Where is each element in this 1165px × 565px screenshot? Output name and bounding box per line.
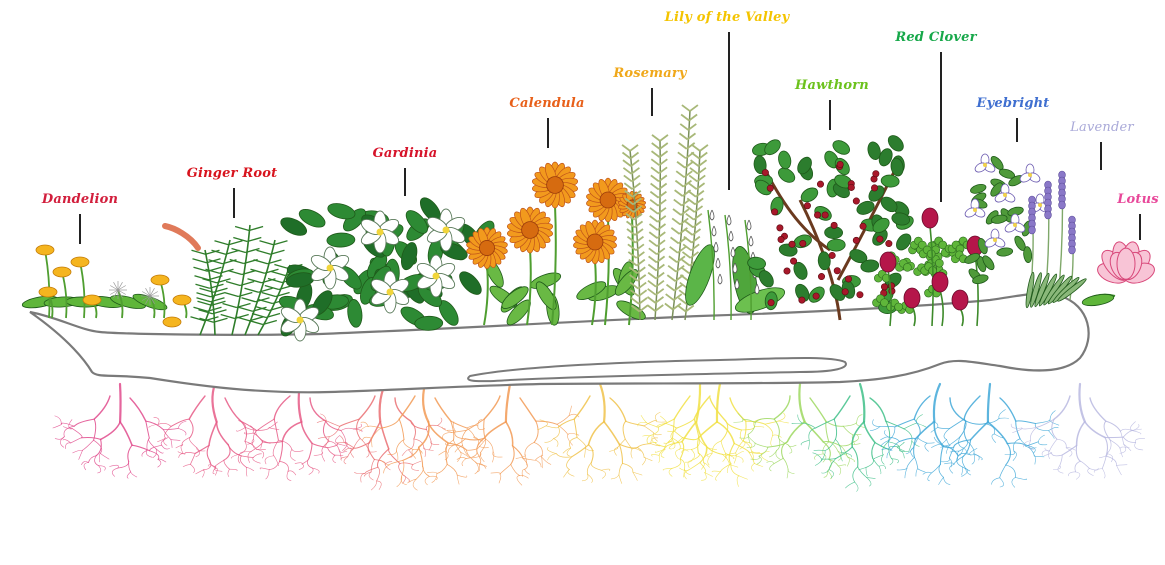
plant-label-lily-of-the-valley: Lily of the Valley — [665, 10, 790, 25]
plant-label-calendula: Calendula — [509, 96, 584, 111]
plant-ginger-root — [165, 225, 302, 335]
root-lily-of-the-valley — [638, 384, 764, 480]
leader-line-gardinia — [404, 168, 406, 196]
root-dandelion — [53, 384, 186, 478]
leader-line-hawthorn — [829, 100, 831, 130]
roots-network — [53, 384, 1145, 491]
leader-line-ginger-root — [233, 188, 235, 218]
plant-label-dandelion: Dandelion — [42, 192, 118, 207]
root-ginger-root — [149, 384, 279, 477]
leader-line-rosemary — [651, 88, 653, 116]
plant-dandelion — [21, 245, 191, 327]
plant-label-gardinia: Gardinia — [373, 146, 438, 161]
plant-label-lavender: Lavender — [1070, 120, 1134, 135]
plant-label-hawthorn: Hawthorn — [795, 78, 869, 93]
leader-line-lotus — [1139, 214, 1141, 240]
leader-line-eyebright — [1016, 118, 1018, 142]
root-ginger-root — [236, 384, 362, 480]
leader-line-red-clover — [940, 52, 942, 202]
plant-gardinia — [277, 194, 498, 341]
leader-line-lavender — [1100, 142, 1102, 170]
plant-label-ginger-root: Ginger Root — [187, 166, 278, 181]
leader-line-lily-of-the-valley — [728, 32, 730, 190]
plant-label-lotus: Lotus — [1117, 192, 1159, 207]
leader-line-dandelion — [79, 214, 81, 244]
plant-label-eyebright: Eyebright — [977, 96, 1050, 111]
plant-lavender — [1024, 171, 1087, 308]
root-rosemary — [538, 384, 666, 484]
root-lavender — [1011, 384, 1145, 479]
plant-label-rosemary: Rosemary — [613, 66, 686, 81]
root-lily-of-the-valley — [657, 384, 789, 487]
plant-calendula — [466, 162, 648, 328]
plant-lotus — [1081, 240, 1157, 308]
body-silhouette — [30, 293, 1089, 392]
leader-line-calendula — [547, 118, 549, 148]
plant-label-red-clover: Red Clover — [895, 30, 976, 45]
